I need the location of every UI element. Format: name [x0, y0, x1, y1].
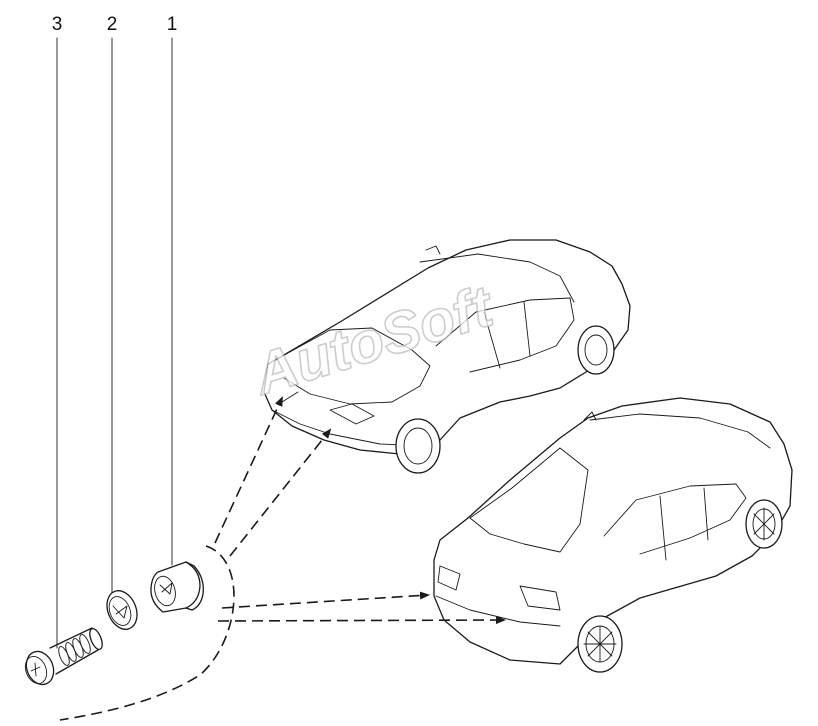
hatchback-bumper — [435, 595, 561, 627]
screw-shank — [49, 627, 99, 675]
screw-head — [25, 650, 55, 686]
hatchback-body-outline — [433, 397, 793, 665]
arrow-to-hatch-right — [217, 616, 506, 625]
hatchback-antenna — [583, 411, 597, 421]
clip-part-1 — [150, 561, 204, 613]
clip-body — [150, 561, 201, 613]
grouping-bracket — [59, 545, 235, 721]
arrow-to-hatch-left — [221, 591, 430, 609]
washer-part-2 — [106, 590, 138, 630]
clip-lock-icon — [159, 582, 173, 595]
sedan-roof-line — [419, 253, 575, 303]
watermark-logo: AutoSoft — [245, 273, 503, 408]
sedan-rear-wheel — [395, 418, 441, 474]
hatchback-tail-lights — [437, 565, 561, 611]
clip-flange — [185, 561, 204, 611]
sedan-side-window — [435, 297, 575, 373]
hatchback-rear-window — [469, 447, 589, 553]
arrow-to-sedan-left — [214, 396, 283, 544]
hatchback-side-window — [603, 483, 747, 555]
sedan-door-lines — [483, 301, 531, 369]
hatchback-door-lines — [659, 487, 709, 561]
callout-3: 3 — [52, 14, 63, 649]
sedan-front-wheel — [577, 325, 615, 375]
sedan-rear-window — [283, 327, 431, 405]
callout-1: 1 — [167, 14, 178, 566]
washer-clip-icon — [112, 605, 128, 619]
hatchback-vehicle — [433, 397, 793, 673]
callout-number-2: 2 — [107, 14, 118, 35]
callout-2: 2 — [107, 14, 118, 599]
hatchback-roof-line — [589, 413, 771, 449]
arrow-to-sedan-right — [229, 428, 332, 557]
callout-number-3: 3 — [52, 14, 63, 35]
screw-tip — [89, 627, 103, 651]
sedan-vehicle — [263, 239, 631, 474]
sedan-tail-light — [281, 391, 375, 425]
sedan-antenna — [425, 245, 441, 255]
screw-drive-icon — [30, 662, 41, 677]
screw-part-3 — [24, 627, 103, 686]
callout-number-1: 1 — [167, 14, 178, 35]
